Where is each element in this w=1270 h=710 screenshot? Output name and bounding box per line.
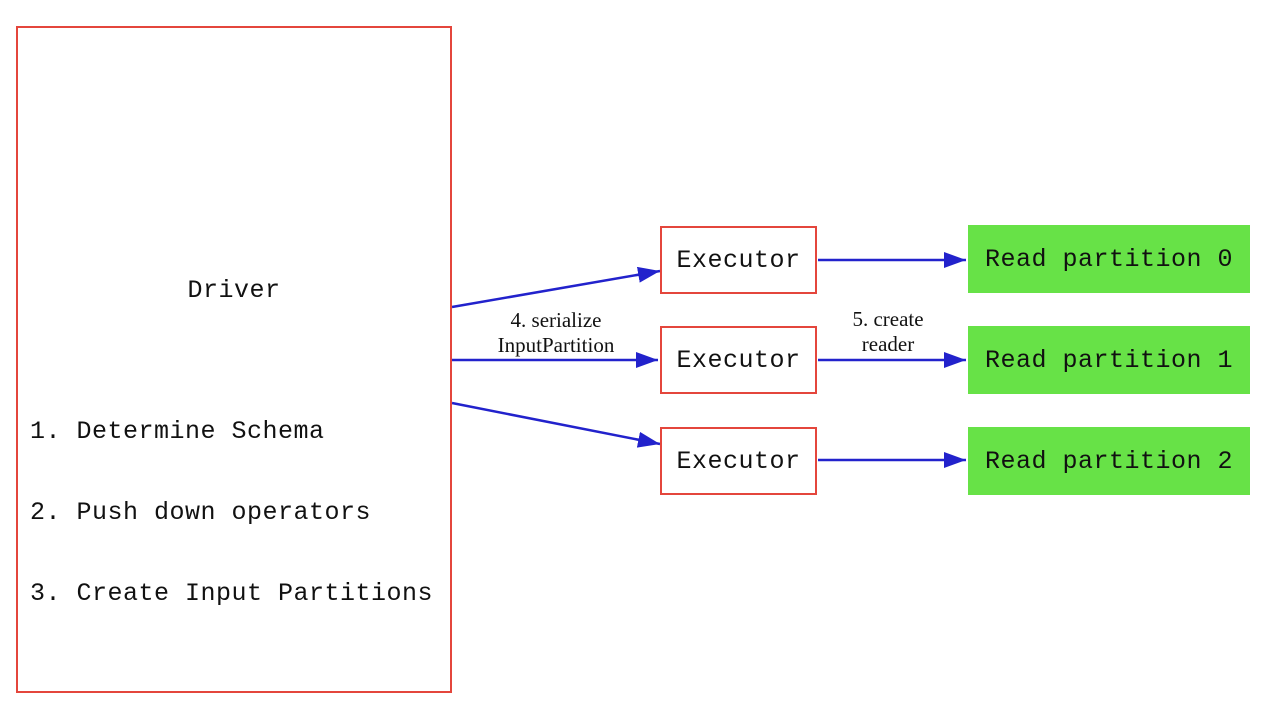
edge-label-create-reader: 5. create reader — [798, 307, 978, 357]
executor-label: Executor — [676, 446, 801, 476]
driver-title: Driver — [187, 276, 281, 305]
driver-step-3: 3. Create Input Partitions — [30, 579, 434, 608]
edge-label-line: reader — [861, 332, 915, 356]
driver-box: Driver 1. Determine Schema 2. Push down … — [16, 26, 452, 693]
executor-label: Executor — [676, 345, 801, 375]
edge-label-line: 4. serialize — [510, 308, 602, 332]
arrow-driver-to-executor-0 — [451, 266, 661, 309]
edge-label-line: InputPartition — [497, 333, 615, 357]
driver-step-1: 1. Determine Schema — [30, 417, 325, 446]
read-partition-box-1: Read partition 1 — [968, 326, 1250, 394]
executor-label: Executor — [676, 245, 801, 275]
driver-steps: 1. Determine Schema 2. Push down operato… — [30, 364, 433, 661]
executor-box-2: Executor — [660, 427, 817, 495]
read-partition-box-2: Read partition 2 — [968, 427, 1250, 495]
read-partition-box-0: Read partition 0 — [968, 225, 1250, 293]
executor-box-0: Executor — [660, 226, 817, 294]
read-partition-label: Read partition 1 — [984, 345, 1234, 375]
read-partition-label: Read partition 2 — [984, 446, 1234, 476]
driver-step-2: 2. Push down operators — [30, 498, 372, 527]
read-partition-label: Read partition 0 — [984, 244, 1234, 274]
edge-label-line: 5. create — [852, 307, 924, 331]
arrow-driver-to-executor-2 — [451, 401, 661, 448]
edge-label-serialize-inputpartition: 4. serialize InputPartition — [446, 308, 666, 358]
executor-box-1: Executor — [660, 326, 817, 394]
